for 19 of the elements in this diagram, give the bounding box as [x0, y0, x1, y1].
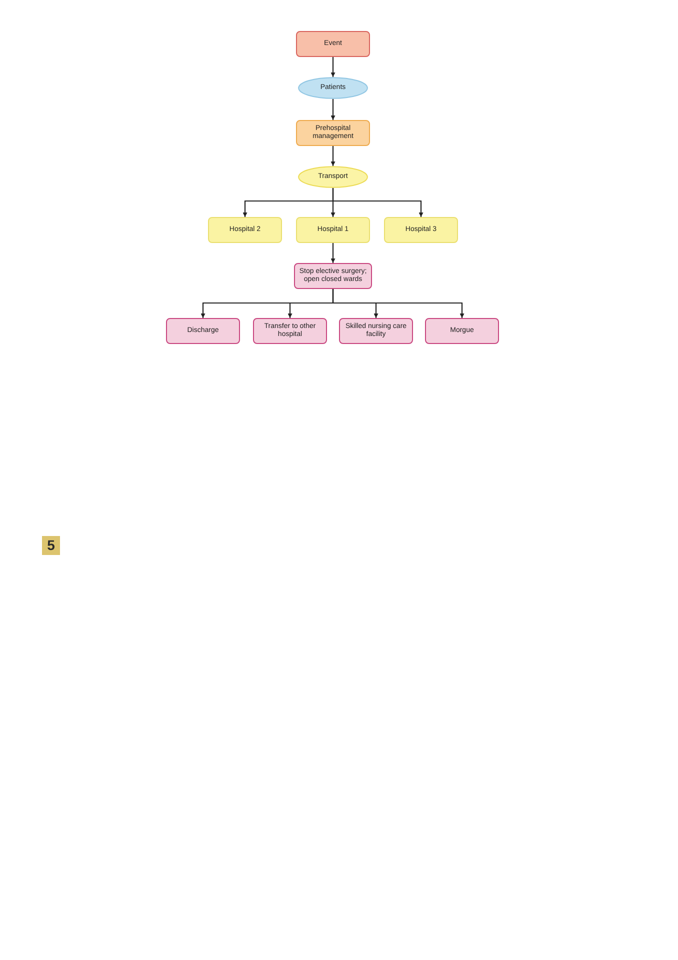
process-box — [253, 318, 327, 344]
process-box — [296, 31, 370, 57]
process-box — [296, 217, 370, 243]
process-box — [384, 217, 458, 243]
arrow — [330, 99, 336, 120]
process-box — [296, 120, 370, 146]
arrow — [330, 146, 336, 166]
process-box — [166, 318, 240, 344]
process-box — [425, 318, 499, 344]
arrow — [330, 57, 336, 77]
page-number: 5 — [42, 536, 60, 555]
process-box — [208, 217, 282, 243]
arrow — [332, 188, 424, 217]
process-box — [294, 263, 372, 289]
process-box — [339, 318, 413, 344]
arrow — [330, 243, 336, 263]
ellipse-node — [298, 77, 368, 99]
arrow — [332, 289, 464, 318]
ellipse-node — [298, 166, 368, 188]
